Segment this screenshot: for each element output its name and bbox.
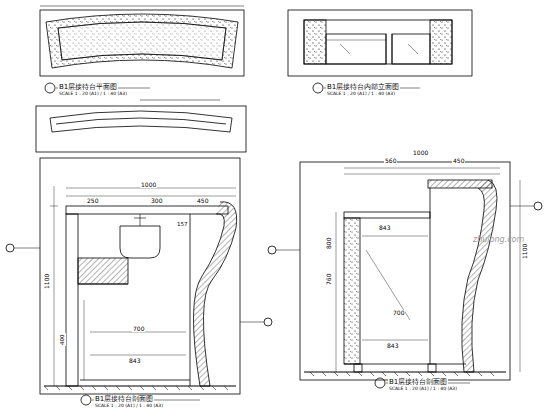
dimension: 843 [128, 358, 141, 364]
scale-note: SCALE 1 : 20 (A1) / 1 : 40 (A3) [388, 387, 458, 392]
dimension: 250 [86, 198, 99, 204]
dimension: 450 [196, 198, 209, 204]
view-title: B1层接待台内部立面图 [326, 84, 400, 91]
scale-note: SCALE 1 : 20 (A1) / 1 : 40 (A3) [94, 404, 164, 409]
dimension: 800 [326, 237, 332, 250]
view-title: B1层接待台平面图 [58, 84, 118, 91]
dimension: 1000 [140, 182, 157, 188]
dimension: 1100 [522, 243, 528, 260]
dimension: 700 [132, 326, 145, 332]
dimension: 1100 [44, 273, 50, 290]
dimension: 400 [60, 334, 66, 347]
dimension: 700 [392, 310, 405, 316]
dimension: 450 [452, 158, 465, 164]
dimension: 157 [176, 222, 189, 228]
dimension: 1000 [412, 150, 429, 156]
dimension: 843 [378, 225, 391, 231]
dimension: 560 [384, 158, 397, 164]
scale-note: SCALE 1 : 20 (A1) / 1 : 40 (A3) [326, 92, 396, 97]
dimension: 300 [150, 198, 163, 204]
view-title: B1层接待台剖面图 [388, 379, 448, 386]
watermark: zhulong.com [472, 236, 525, 244]
dimension: 843 [386, 343, 399, 349]
view-title: B1层接待台剖面图 [94, 396, 154, 403]
scale-note: SCALE 1 : 20 (A1) / 1 : 40 (A3) [58, 92, 128, 97]
dimension: 760 [326, 273, 332, 286]
